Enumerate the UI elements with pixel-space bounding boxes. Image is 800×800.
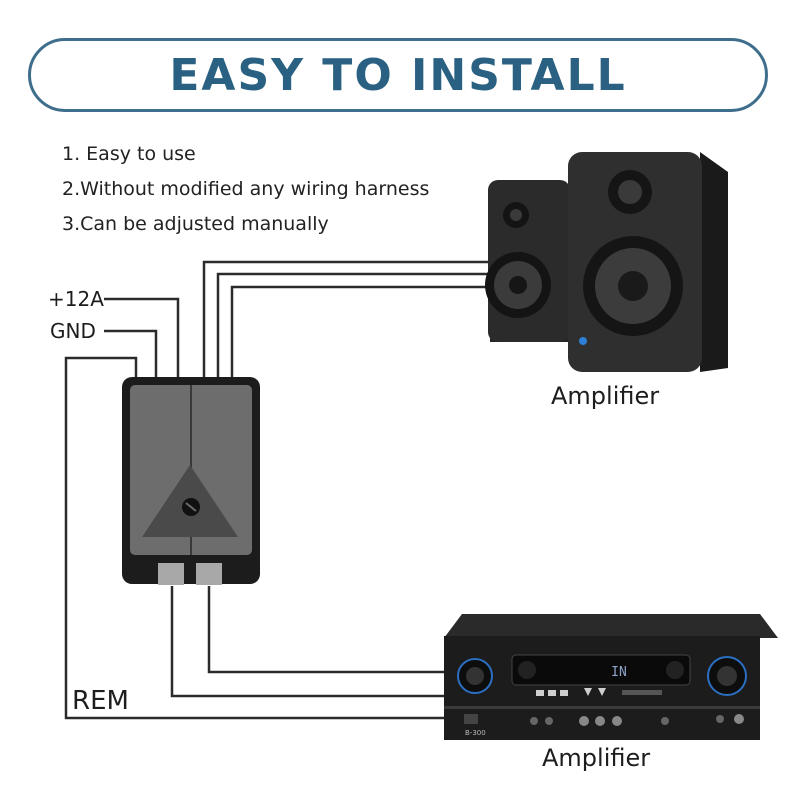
wire-input-1 — [170, 586, 444, 698]
label-gnd: GND — [50, 319, 96, 343]
label-rem: REM — [72, 686, 129, 716]
label-speaker-amplifier: Amplifier — [551, 382, 660, 410]
module-terminal-1 — [158, 563, 184, 585]
receiver-unit — [444, 614, 778, 740]
feature-item-1: 1. Easy to use — [62, 143, 196, 165]
wire-speaker-3 — [230, 285, 490, 378]
wire-gnd — [104, 329, 158, 378]
receiver-display — [511, 654, 691, 686]
feature-item-2: 2.Without modified any wiring harness — [62, 178, 430, 200]
receiver-model-label: B-300 — [465, 729, 486, 737]
receiver-display-text: IN — [611, 665, 627, 680]
page-title: EASY TO INSTALL — [169, 49, 627, 101]
module-terminal-2 — [196, 563, 222, 585]
converter-module — [122, 377, 260, 585]
wire-input-2 — [207, 586, 444, 674]
wire-speaker-1 — [202, 260, 490, 378]
wire-rem — [64, 356, 444, 720]
wires — [64, 260, 490, 720]
feature-list: 1. Easy to use 2.Without modified any wi… — [62, 140, 429, 245]
power-led-icon — [579, 337, 587, 345]
feature-item-3: 3.Can be adjusted manually — [62, 213, 329, 235]
wire-12a — [104, 297, 180, 378]
header-banner: EASY TO INSTALL — [28, 38, 768, 112]
speaker-pair — [485, 152, 728, 372]
label-receiver-amplifier: Amplifier — [542, 744, 651, 772]
label-12a: +12A — [48, 287, 104, 311]
wire-speaker-2 — [216, 272, 490, 378]
